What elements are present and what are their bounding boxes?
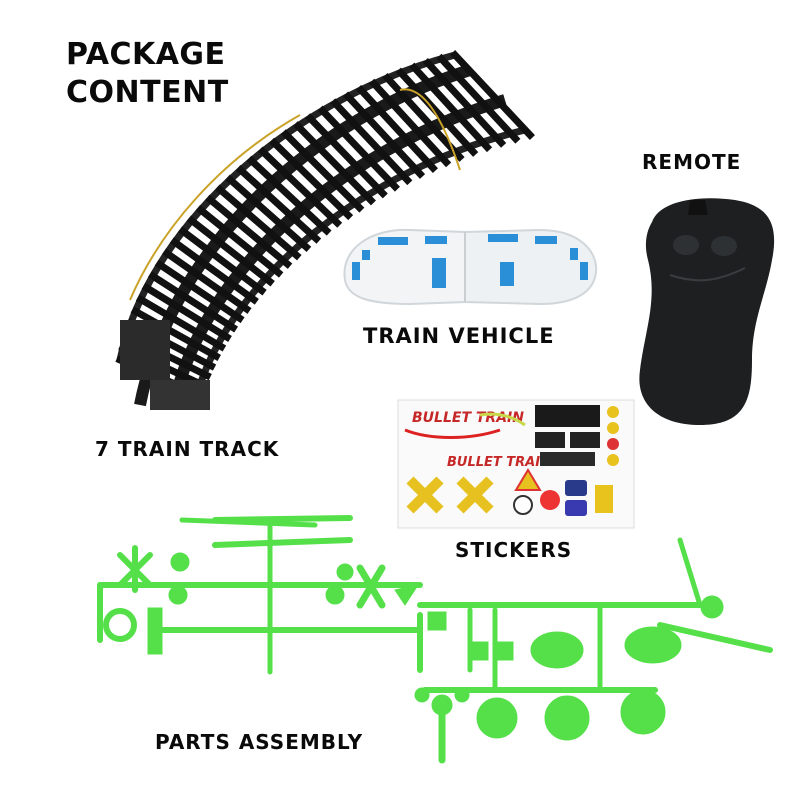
track-tie [162, 248, 252, 314]
track-tie [450, 50, 535, 140]
parts-assembly-image [97, 515, 773, 764]
remote-control-image [639, 198, 775, 425]
track-tie [330, 98, 413, 186]
track-tie [178, 226, 267, 296]
track-tie [436, 53, 521, 144]
track-tie [141, 282, 232, 342]
train-vehicle-image [343, 228, 598, 306]
track-tie [169, 237, 259, 305]
track-tie [395, 67, 479, 157]
track-tie [382, 72, 465, 162]
track-tie [154, 259, 245, 324]
train-vehicle-label: TRAIN VEHICLE [363, 324, 555, 348]
train-track-label: 7 TRAIN TRACK [95, 437, 280, 461]
track-tie [130, 306, 221, 362]
title-line-2: CONTENT [66, 75, 229, 110]
parts-assembly-label: PARTS ASSEMBLY [155, 730, 364, 754]
track-tie [235, 165, 322, 244]
track-tie [205, 194, 293, 269]
page-title: PACKAGE CONTENT [66, 36, 229, 112]
title-line-1: PACKAGE [66, 37, 226, 72]
track-tie [305, 113, 388, 199]
track-tie [225, 174, 312, 252]
track-tie [292, 121, 376, 206]
track-tie [214, 184, 302, 261]
track-tie [355, 84, 439, 173]
track-tie [135, 294, 227, 352]
track-tie [257, 146, 343, 228]
track-tie [147, 271, 239, 333]
track-tie [369, 78, 452, 168]
train-track-image [115, 50, 535, 410]
track-tie [269, 137, 354, 221]
stickers-sheet-image: BULLET TRAIN BULLET TRAIN [397, 399, 635, 529]
track-tie [280, 129, 365, 213]
track-tie [409, 62, 493, 153]
track-tie [342, 91, 426, 179]
track-tie [195, 204, 284, 278]
remote-label: REMOTE [642, 150, 742, 174]
track-tie [186, 215, 275, 287]
track-tie [317, 105, 400, 192]
stickers-label: STICKERS [455, 538, 573, 562]
sticker-brand-bottom: BULLET TRAIN [447, 455, 551, 470]
track-tie [246, 155, 332, 236]
track-tie [422, 57, 507, 148]
